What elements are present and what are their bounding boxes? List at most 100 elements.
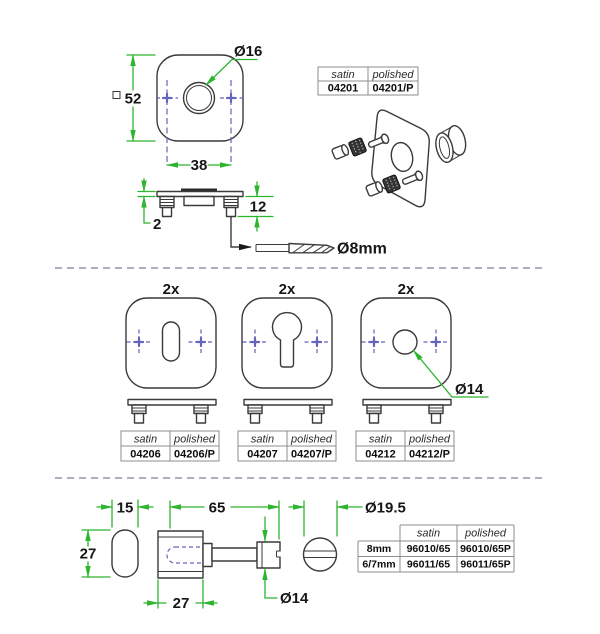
part-table-04201: satin polished 04201 04201/P bbox=[317, 66, 419, 96]
side-bar bbox=[243, 398, 333, 424]
handle-hole-outer bbox=[182, 81, 216, 115]
table-header-polished: polished bbox=[408, 434, 451, 446]
table-header-satin: satin bbox=[331, 69, 354, 81]
drill-callout: Ø8mm bbox=[230, 217, 387, 258]
part-table-04207: satin polished 04207 04207/P bbox=[237, 430, 337, 462]
dim-label-hole-spacing: 38 bbox=[191, 157, 208, 174]
dim-thickness: 2 bbox=[137, 178, 161, 233]
fixing-post bbox=[159, 195, 175, 218]
dim-knob-width: 15 bbox=[96, 499, 154, 528]
crosshair-icon bbox=[126, 329, 152, 355]
dim-hole-spacing: 38 bbox=[166, 157, 232, 174]
part-code-polished: 04206/P bbox=[174, 449, 215, 461]
part-code-satin: 04206 bbox=[130, 449, 161, 461]
handle-hole-inner bbox=[186, 85, 212, 111]
part-table-96010: satin polished 8mm 96010/65 96010/65P 6/… bbox=[357, 524, 515, 573]
part-code-polished: 04201/P bbox=[373, 83, 414, 95]
table-header-satin: satin bbox=[134, 434, 157, 446]
crosshair-icon bbox=[188, 329, 214, 355]
fixing-post bbox=[247, 404, 263, 424]
euro-cylinder-cutout bbox=[271, 311, 303, 368]
part-code-satin: 04201 bbox=[328, 83, 359, 95]
part-code: 96010/65 bbox=[407, 543, 451, 555]
rosette-round-hole: Ø14 bbox=[360, 297, 489, 398]
side-center-boss bbox=[181, 188, 217, 192]
crosshair-icon bbox=[225, 92, 237, 104]
dim-coin-dia: Ø19.5 bbox=[288, 500, 406, 537]
fixing-post bbox=[428, 404, 444, 424]
crosshair-icon bbox=[361, 329, 387, 355]
spindle-step bbox=[202, 542, 213, 568]
exploded-view bbox=[330, 109, 467, 208]
dim-label-drill: Ø8mm bbox=[337, 241, 387, 258]
rosette-slot bbox=[125, 297, 217, 389]
side-bar bbox=[362, 398, 452, 424]
dim-label-hole-dia: Ø16 bbox=[234, 43, 262, 60]
dim-label-round-hole-dia: Ø14 bbox=[455, 381, 484, 398]
qty-label: 2x bbox=[398, 281, 415, 298]
dim-label-coin-dia: Ø19.5 bbox=[365, 500, 406, 517]
rosette-side-view: 2 12 bbox=[137, 178, 387, 258]
dim-label-square-size: 52 bbox=[125, 91, 142, 108]
exploded-plate-hole bbox=[390, 141, 414, 173]
dim-hole-dia: Ø16 bbox=[205, 43, 262, 86]
table-header-satin: satin bbox=[417, 528, 440, 540]
table-header-satin: satin bbox=[369, 434, 392, 446]
dim-label-spindle-dia: Ø14 bbox=[280, 590, 309, 607]
slot-keyhole bbox=[161, 321, 181, 362]
dim-label-knob-width: 15 bbox=[117, 500, 134, 517]
rosette-plate bbox=[125, 297, 217, 389]
dim-label-body-width: 27 bbox=[173, 595, 190, 612]
thumbturn-body bbox=[157, 530, 204, 579]
part-table-04206: satin polished 04206 04206/P bbox=[120, 430, 220, 462]
rosette-front-view: Ø16 52 38 bbox=[112, 43, 262, 174]
fixing-post bbox=[131, 404, 147, 424]
dim-round-hole-dia: Ø14 bbox=[412, 349, 489, 398]
part-code: 96011/65P bbox=[460, 559, 510, 571]
thumbturn-knob-front bbox=[111, 529, 139, 578]
centerlines bbox=[156, 80, 242, 163]
dim-label-overall-length: 65 bbox=[209, 500, 226, 517]
bottom-section: 15 65 Ø19.5 27 bbox=[80, 499, 515, 612]
part-code: 96011/65 bbox=[407, 559, 450, 571]
part-code-polished: 04207/P bbox=[291, 449, 332, 461]
table-header-polished: polished bbox=[464, 528, 507, 540]
part-code-satin: 04212 bbox=[365, 449, 396, 461]
rosette-side-bars bbox=[127, 398, 452, 424]
exploded-ring bbox=[435, 125, 467, 164]
dim-spindle-dia: Ø14 bbox=[262, 516, 309, 607]
qty-label: 2x bbox=[279, 281, 296, 298]
part-table-04212: satin polished 04212 04212/P bbox=[355, 430, 455, 462]
dim-overall-length: 65 bbox=[169, 500, 280, 540]
dim-square-size: 52 bbox=[112, 54, 156, 142]
top-section: Ø16 52 38 satin polishe bbox=[112, 43, 467, 258]
fixing-post bbox=[366, 404, 382, 424]
fixing-post bbox=[193, 404, 209, 424]
part-code-polished: 04212/P bbox=[409, 449, 450, 461]
spindle-shaft bbox=[211, 547, 258, 562]
rosette-euro-cylinder bbox=[241, 297, 333, 389]
dim-label-post-depth: 12 bbox=[250, 199, 267, 216]
side-center-hub bbox=[183, 195, 215, 207]
rosette-plate bbox=[241, 297, 333, 389]
row-label-8mm: 8mm bbox=[367, 543, 392, 555]
rosette-plate bbox=[360, 297, 452, 389]
dim-label-knob-height: 27 bbox=[80, 546, 97, 563]
thumbturn-side-view bbox=[157, 530, 282, 579]
part-code-satin: 04207 bbox=[247, 449, 278, 461]
dim-knob-height: 27 bbox=[80, 529, 111, 578]
crosshair-icon bbox=[423, 329, 449, 355]
table-header-satin: satin bbox=[251, 434, 274, 446]
crosshair-icon bbox=[161, 92, 173, 104]
round-hole bbox=[392, 329, 418, 355]
row-label-67mm: 6/7mm bbox=[362, 559, 395, 571]
dim-body-width: 27 bbox=[143, 579, 218, 612]
table-header-polished: polished bbox=[173, 434, 216, 446]
coin-turn-disc bbox=[302, 537, 338, 572]
table-header-polished: polished bbox=[372, 69, 415, 81]
crosshair-icon bbox=[304, 329, 330, 355]
side-plate bbox=[156, 190, 244, 198]
dim-label-thickness: 2 bbox=[153, 216, 161, 233]
table-header-polished: polished bbox=[290, 434, 333, 446]
